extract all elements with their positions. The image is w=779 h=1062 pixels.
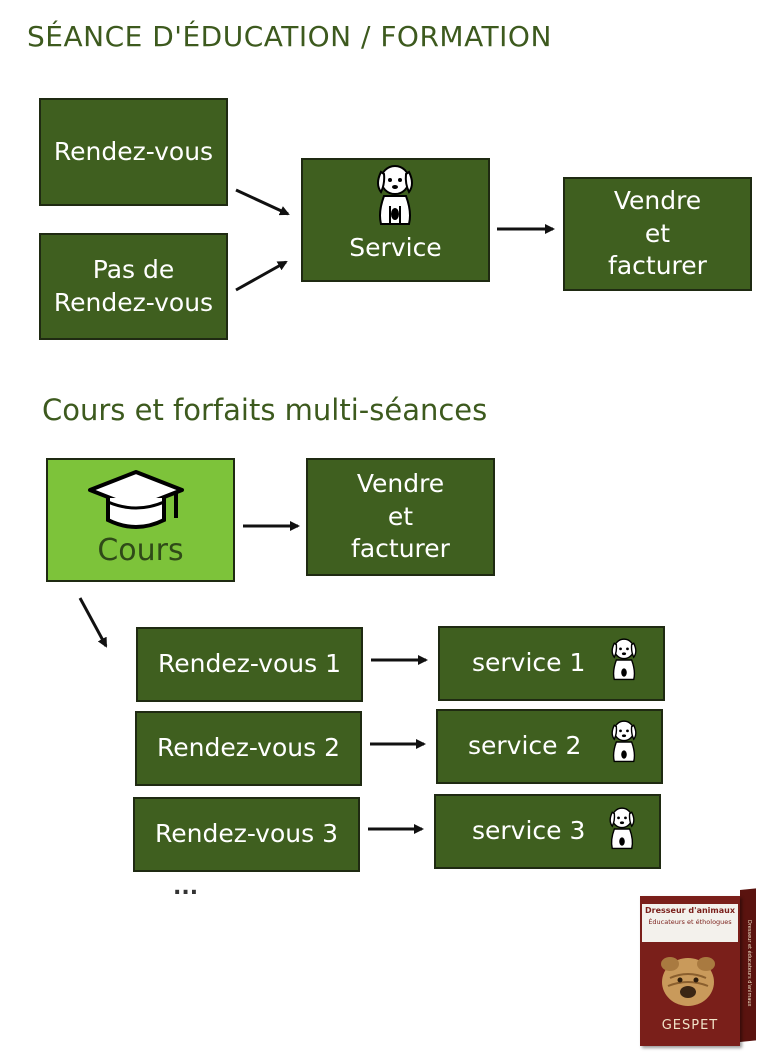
- rendez-vous-3-box: Rendez-vous 3: [133, 797, 360, 872]
- service-label: Service: [349, 232, 442, 262]
- product-side-text: Dresseur et éducateurs d'animaux: [746, 920, 752, 1007]
- sell-invoice-box-courses: Vendre et facturer: [306, 458, 495, 576]
- sharpei-dog-image: [661, 957, 715, 1006]
- product-title: Dresseur d'animaux: [645, 906, 735, 915]
- arrow-nordv-to-service: [235, 260, 288, 292]
- product-brand: GESPET: [661, 1018, 719, 1033]
- service-1-label: service 1: [472, 648, 586, 678]
- rendez-vous-box: Rendez-vous: [39, 98, 228, 206]
- arrow-rdv-to-service: [235, 188, 290, 216]
- product-box-front: Dresseur d'animaux Éducateurs et étholog…: [640, 896, 740, 1046]
- cours-label: Cours: [97, 533, 184, 568]
- product-label-area: Dresseur d'animaux Éducateurs et étholog…: [642, 904, 738, 942]
- no-rendez-vous-box: Pas de Rendez-vous: [39, 233, 228, 340]
- page-title: SÉANCE D'ÉDUCATION / FORMATION: [27, 20, 552, 53]
- dog-icon: [377, 165, 413, 225]
- product-subtitle: Éducateurs et éthologues: [648, 918, 732, 926]
- service-2-label: service 2: [468, 731, 582, 761]
- arrow-cours-to-rdv: [78, 597, 108, 648]
- dog-icon-service-2: [611, 720, 637, 763]
- rendez-vous-2-box: Rendez-vous 2: [135, 711, 362, 786]
- sell-invoice-box: Vendre et facturer: [563, 177, 752, 291]
- graduation-cap-icon: [88, 470, 184, 529]
- ellipsis: ...: [173, 875, 199, 900]
- section-title-courses: Cours et forfaits multi-séances: [42, 393, 488, 427]
- dog-icon-service-1: [611, 638, 637, 681]
- product-box-image: Dresseur d'animaux Éducateurs et étholog…: [640, 888, 758, 1050]
- dog-icon-service-3: [609, 807, 635, 850]
- service-3-label: service 3: [472, 816, 586, 846]
- rendez-vous-1-box: Rendez-vous 1: [136, 627, 363, 702]
